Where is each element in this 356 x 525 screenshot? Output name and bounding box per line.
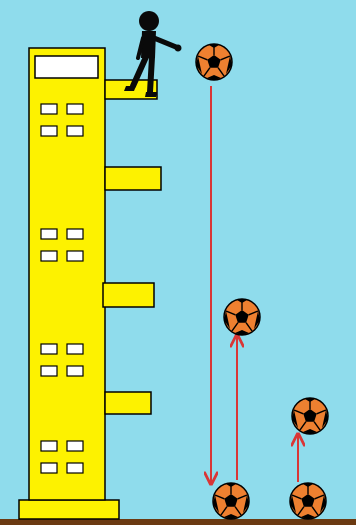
window: [41, 251, 57, 261]
window: [41, 366, 57, 376]
soccer-ball-icon: [292, 398, 328, 434]
balcony: [103, 283, 154, 307]
window: [41, 104, 57, 114]
window: [67, 104, 83, 114]
soccer-ball-icon: [290, 483, 326, 519]
window: [67, 251, 83, 261]
window: [67, 344, 83, 354]
ground: [0, 519, 356, 525]
window: [41, 463, 57, 473]
window: [41, 229, 57, 239]
window: [41, 126, 57, 136]
balcony: [105, 392, 151, 414]
soccer-ball-icon: [213, 483, 249, 519]
soccer-ball-icon: [196, 44, 232, 80]
building-body: [29, 48, 105, 500]
window: [67, 463, 83, 473]
building-base: [19, 500, 119, 519]
window: [41, 441, 57, 451]
soccer-ball-icon: [224, 299, 260, 335]
window: [67, 229, 83, 239]
window: [67, 126, 83, 136]
balcony: [105, 167, 161, 190]
window: [67, 441, 83, 451]
window: [41, 344, 57, 354]
window: [67, 366, 83, 376]
building-sign: [35, 56, 98, 78]
